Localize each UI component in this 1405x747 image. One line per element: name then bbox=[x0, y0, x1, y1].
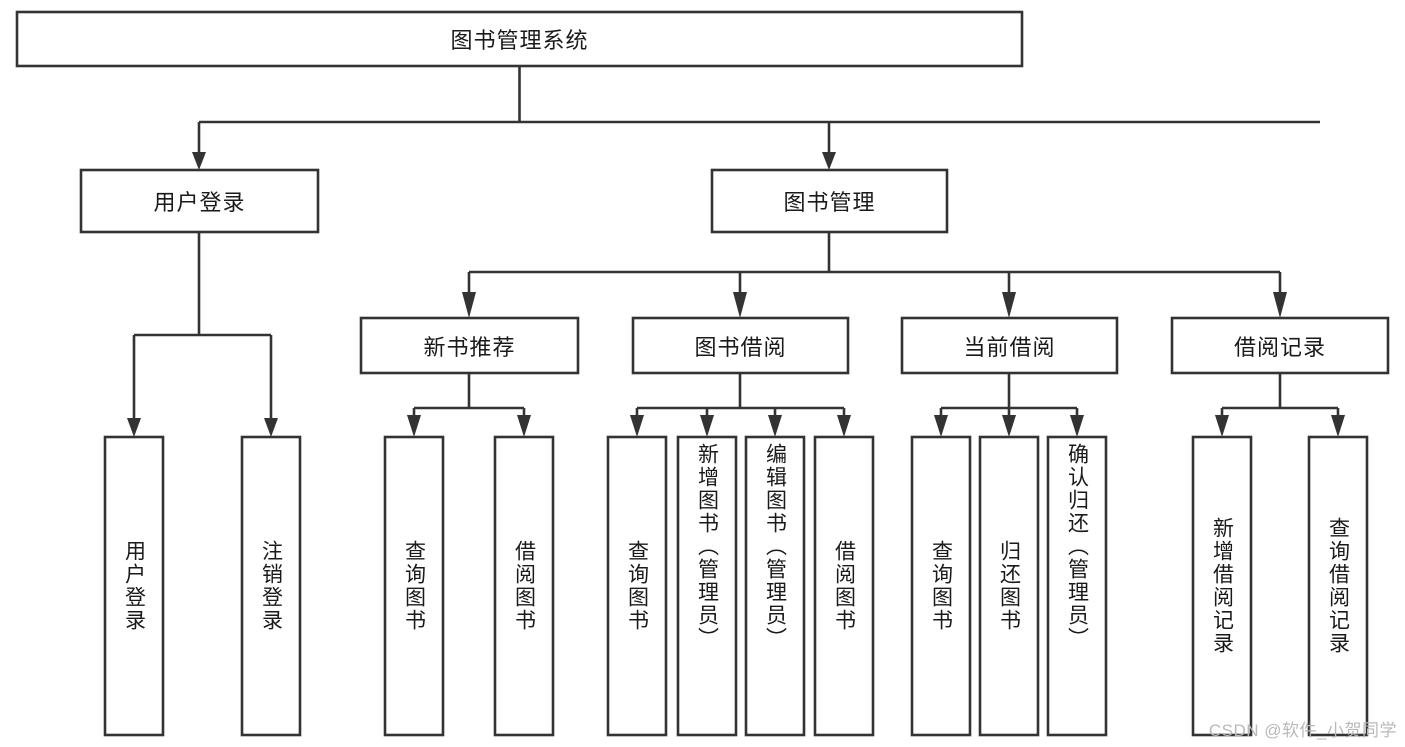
leaf-book-borrow-3[interactable] bbox=[813, 435, 875, 737]
connector-userlogin-to-leaves bbox=[127, 232, 278, 437]
leaf-user-login-0[interactable] bbox=[103, 435, 165, 737]
node-book-borrow[interactable] bbox=[631, 316, 850, 375]
node-book-management[interactable] bbox=[710, 168, 949, 234]
node-new-book-recommend[interactable] bbox=[359, 316, 580, 375]
connector-borrowrecord-to-leaves bbox=[1215, 373, 1345, 437]
leaf-current-borrow-1[interactable] bbox=[978, 435, 1040, 737]
node-root-book-management-system[interactable] bbox=[15, 10, 1024, 68]
connector-bookmgmt-to-level3 bbox=[462, 232, 1287, 318]
leaf-book-borrow-2[interactable] bbox=[744, 435, 806, 737]
leaf-user-login-1[interactable] bbox=[240, 435, 302, 737]
leaf-current-borrow-0[interactable] bbox=[910, 435, 972, 737]
leaf-current-borrow-2[interactable] bbox=[1046, 435, 1108, 737]
leaf-new-book-1[interactable] bbox=[493, 435, 555, 737]
connector-newbook-to-leaves bbox=[407, 373, 531, 437]
connector-root-to-level2 bbox=[192, 66, 1320, 170]
connector-bookborrow-to-leaves bbox=[630, 373, 851, 437]
node-user-login[interactable] bbox=[79, 168, 320, 234]
node-borrow-record[interactable] bbox=[1170, 316, 1390, 375]
leaf-borrow-record-0[interactable] bbox=[1191, 435, 1253, 737]
leaf-new-book-0[interactable] bbox=[383, 435, 445, 737]
leaf-book-borrow-1[interactable] bbox=[676, 435, 738, 737]
connector-currentborrow-to-leaves bbox=[934, 373, 1084, 437]
leaf-borrow-record-1[interactable] bbox=[1307, 435, 1369, 737]
node-current-borrow[interactable] bbox=[900, 316, 1119, 375]
leaf-book-borrow-0[interactable] bbox=[606, 435, 668, 737]
